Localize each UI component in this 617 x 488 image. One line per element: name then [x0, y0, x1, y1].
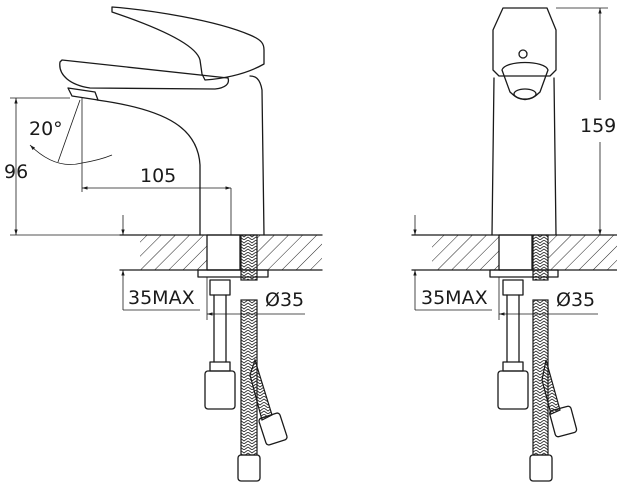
countertop-section-front [411, 234, 617, 271]
height-96-label: 96 [4, 161, 28, 183]
front-view: 159 35MAX Ø35 [411, 7, 617, 482]
countertop-section [119, 234, 323, 271]
reach-105-label: 105 [140, 165, 176, 187]
height-159-label: 159 [580, 115, 616, 137]
deck-35max-label-front: 35MAX [421, 287, 488, 309]
faucet-body-front [491, 7, 557, 236]
deck-35max-label-side: 35MAX [128, 287, 195, 309]
faucet-body [59, 6, 265, 236]
dimension-lines [10, 97, 305, 320]
angle-20-label: 20° [29, 118, 63, 140]
hole-diameter-label-side: Ø35 [265, 289, 304, 311]
mounting-hardware [197, 234, 288, 482]
side-view: 96 20° 105 35MAX Ø35 [4, 6, 323, 482]
dimension-lines-front [413, 7, 608, 320]
hole-diameter-label-front: Ø35 [556, 289, 595, 311]
mounting-hardware-front [489, 234, 578, 482]
